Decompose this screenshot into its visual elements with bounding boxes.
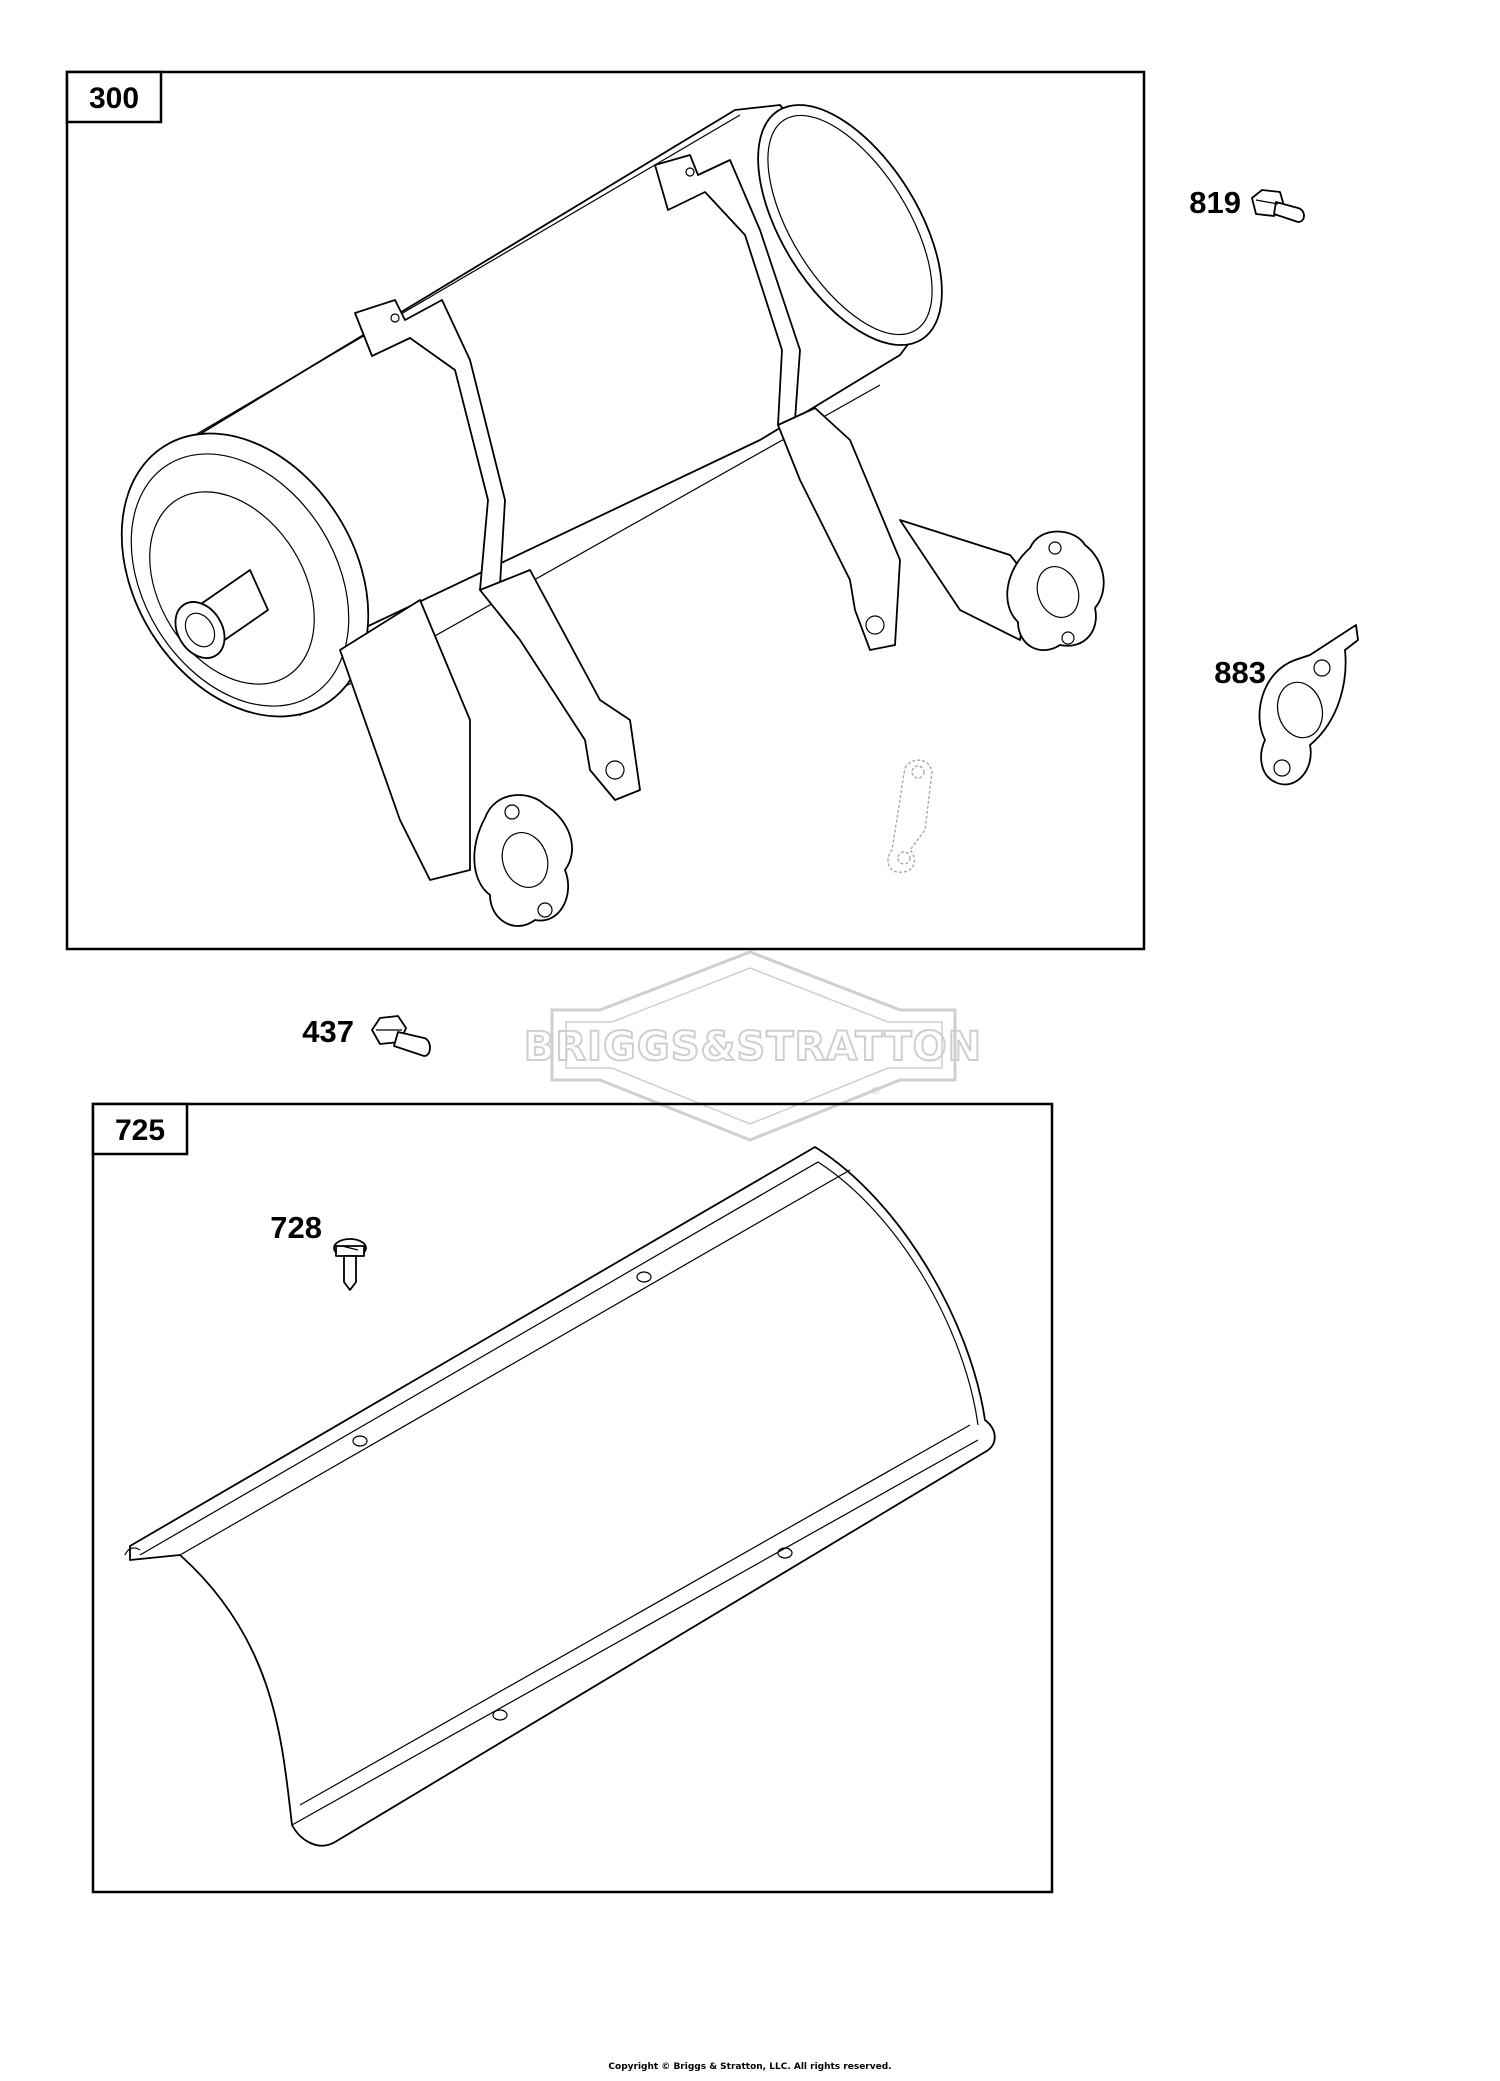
screw-437: 437	[302, 1014, 431, 1057]
callout-819: 819	[1189, 185, 1241, 220]
watermark-brand: BRIGGS&STRATTON	[524, 1024, 982, 1070]
gasket-883: 883	[1214, 624, 1359, 786]
watermark-registered-mark: ®	[870, 1084, 881, 1097]
screw-728: 728	[270, 1210, 367, 1291]
copyright-footer: Copyright © Briggs & Stratton, LLC. All …	[608, 2062, 892, 2072]
callout-728: 728	[270, 1210, 322, 1245]
heat-shield-illustration	[124, 1146, 996, 1847]
callout-437: 437	[302, 1014, 354, 1049]
muffler-illustration	[120, 104, 1105, 927]
screw-819: 819	[1189, 185, 1305, 223]
callout-883: 883	[1214, 655, 1266, 690]
brand-watermark: BRIGGS&STRATTON ®	[523, 950, 982, 1142]
muffler-box-label: 300	[89, 82, 139, 115]
heat-shield-box: 725	[91, 1102, 1054, 1894]
heat-shield-box-label: 725	[115, 1114, 165, 1147]
muffler-box: 300	[65, 70, 1146, 951]
